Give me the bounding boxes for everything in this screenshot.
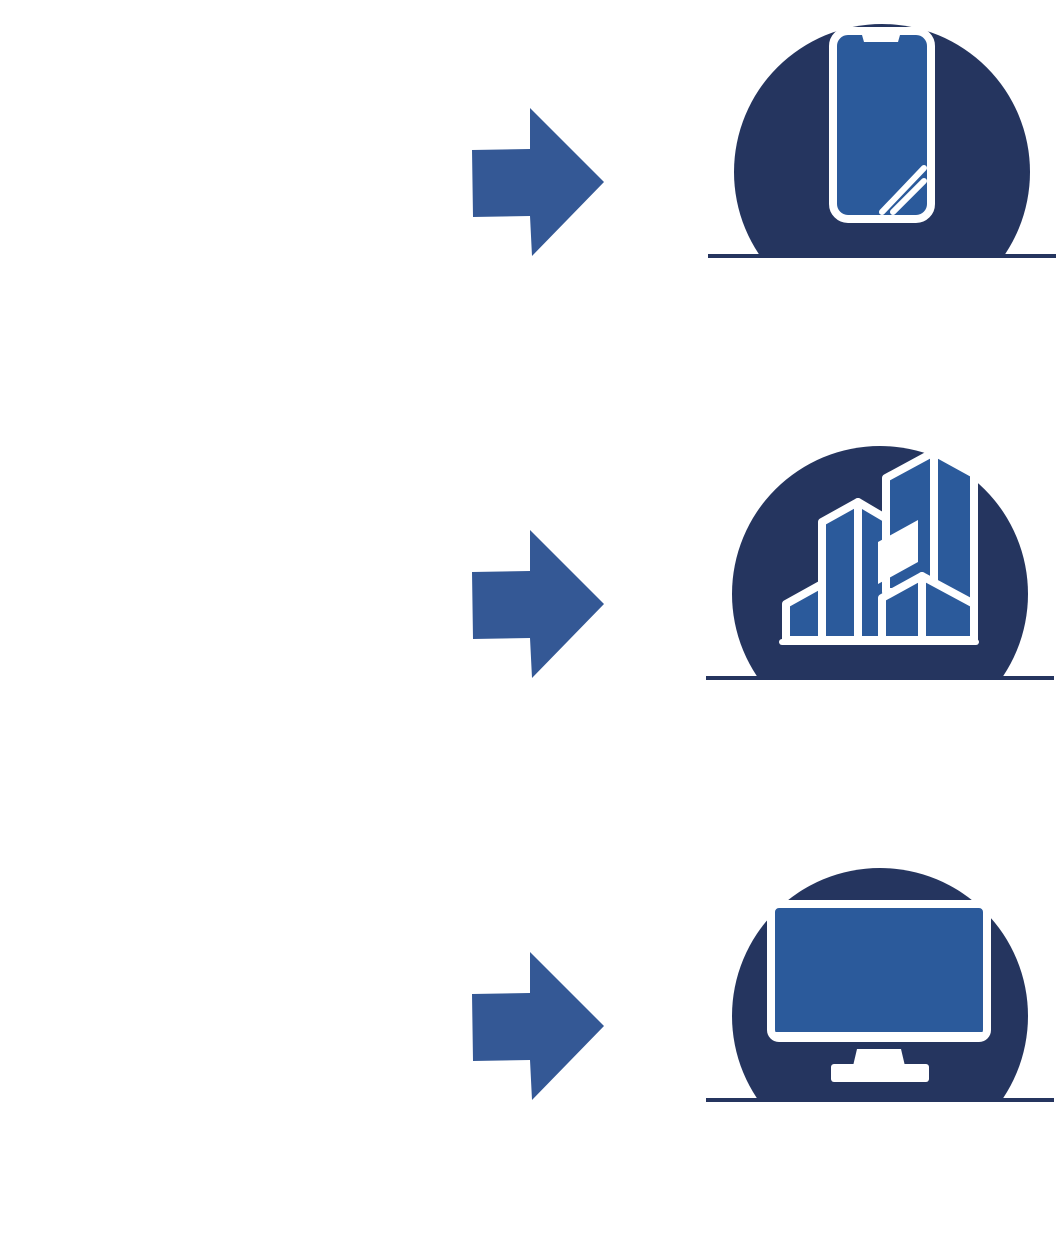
badge-cutout: [700, 255, 1060, 290]
device-row-desktop: [472, 868, 1060, 1134]
right-arrow-icon: [472, 952, 604, 1100]
smartphone-icon-badge: [700, 24, 1060, 290]
desktop-monitor-icon-badge: [700, 868, 1060, 1134]
badge-cutout: [700, 1099, 1060, 1134]
city-buildings-icon-badge: [700, 446, 1060, 712]
right-arrow-icon: [472, 108, 604, 256]
smartphone-icon: [829, 27, 935, 223]
city-buildings-icon: [779, 448, 979, 645]
device-row-buildings: [472, 446, 1060, 712]
desktop-monitor-icon: [767, 900, 991, 1082]
right-arrow-icon: [472, 530, 604, 678]
badge-cutout: [700, 677, 1060, 712]
device-row-smartphone: [472, 24, 1060, 290]
